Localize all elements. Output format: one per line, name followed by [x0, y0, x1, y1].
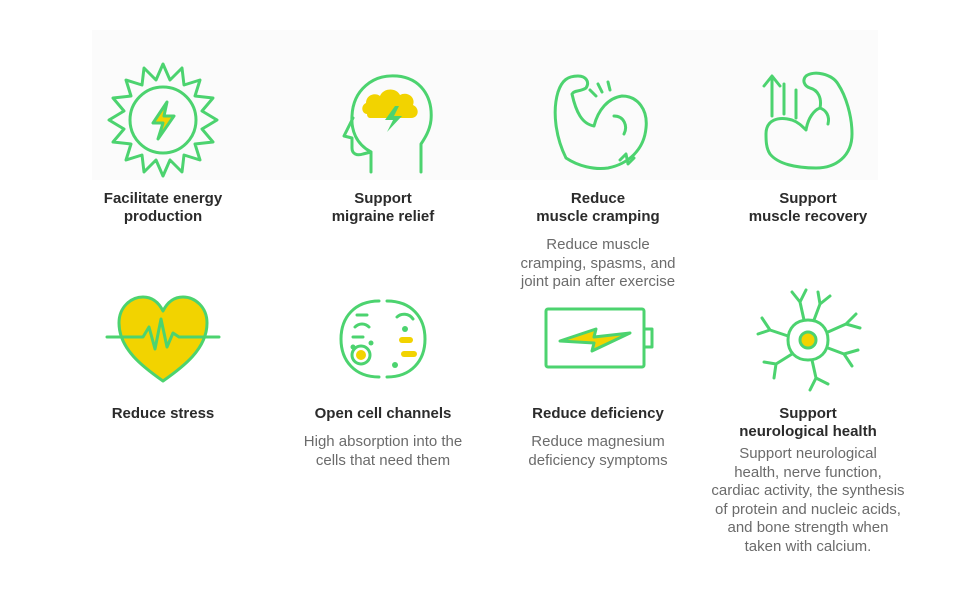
- neuron-icon: [743, 283, 873, 395]
- benefit-cell-channels: Open cell channels High absorption into …: [293, 283, 473, 470]
- benefit-title: Support migraine relief: [331, 190, 435, 225]
- arm-up-arrows-icon: [743, 60, 873, 180]
- benefit-title: Reduce stress: [111, 405, 215, 422]
- benefit-muscle-cramping: Reduce muscle cramping Reduce muscle cra…: [508, 60, 688, 292]
- benefit-energy: Facilitate energy production: [73, 60, 253, 226]
- benefit-description: Reduce magnesium deficiency symptoms: [528, 433, 668, 469]
- flexed-arm-icon: [533, 60, 663, 180]
- benefit-title: Reduce deficiency: [532, 405, 664, 422]
- benefit-migraine: Support migraine relief: [293, 60, 473, 226]
- head-brain-cloud-icon: [318, 60, 448, 180]
- sun-lightning-icon: [98, 60, 228, 180]
- benefit-title: Reduce muscle cramping: [536, 190, 660, 225]
- benefit-description: Support neurological health, nerve funct…: [711, 445, 905, 555]
- benefit-title: Open cell channels: [314, 405, 452, 422]
- benefit-title: Support neurological health: [739, 405, 877, 440]
- benefit-description: Reduce muscle cramping, spasms, and join…: [520, 236, 676, 290]
- benefit-title: Support muscle recovery: [748, 190, 868, 225]
- cell-icon: [318, 283, 448, 395]
- heart-heartbeat-icon: [98, 283, 228, 395]
- benefit-stress: Reduce stress: [73, 283, 253, 423]
- benefit-neurological: Support neurological health Support neur…: [708, 283, 908, 556]
- benefit-muscle-recovery: Support muscle recovery: [718, 60, 898, 226]
- background-band: [92, 30, 878, 180]
- battery-lightning-icon: [533, 283, 663, 395]
- benefit-title: Facilitate energy production: [103, 190, 223, 225]
- benefit-description: High absorption into the cells that need…: [303, 433, 463, 469]
- benefit-deficiency: Reduce deficiency Reduce magnesium defic…: [508, 283, 688, 470]
